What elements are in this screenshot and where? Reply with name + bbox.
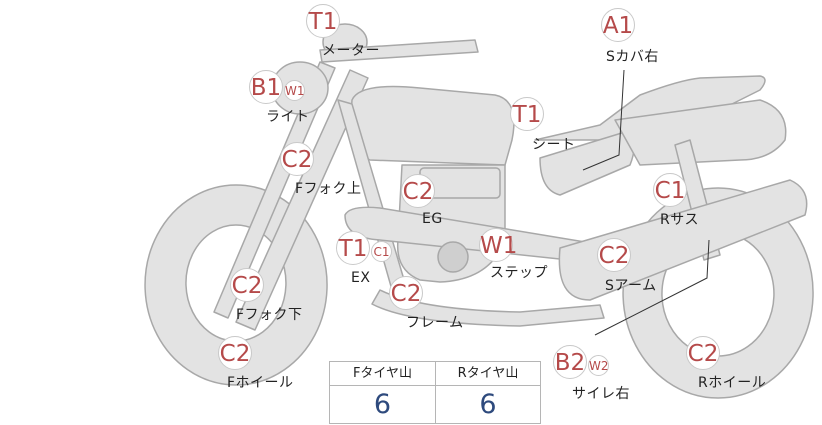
tire-tread-table: Fタイヤ山 Rタイヤ山 6 6 [329,361,541,424]
label-seat: シート [532,137,576,153]
rating-badge: T1 [510,97,544,131]
marker-meter[interactable]: T1 [306,4,340,38]
rating-badge: B2 [553,345,587,379]
marker-rear-suspension[interactable]: C1 [653,173,687,207]
sub-rating-badge: W2 [588,355,609,376]
rating-badge: C2 [230,268,264,302]
rating-badge: C2 [218,336,252,370]
marker-exhaust[interactable]: T1 C1 [336,231,392,265]
label-frame: フレーム [406,315,464,331]
marker-swing-arm[interactable]: C2 [597,238,631,272]
front-tread-value: 6 [373,389,392,420]
label-step: ステップ [490,265,548,281]
marker-light[interactable]: B1 W1 [249,70,305,104]
marker-engine[interactable]: C2 [401,174,435,208]
label-side-cover-right: Sカバ右 [606,49,659,65]
label-rear-suspension: Rサス [660,212,699,228]
label-meter: メーター [322,43,380,59]
marker-rear-wheel[interactable]: C2 [686,336,720,370]
rear-tread-header: Rタイヤ山 [435,362,540,386]
label-light: ライト [266,109,310,125]
rating-badge: T1 [336,231,370,265]
marker-front-fork-upper[interactable]: C2 [280,142,314,176]
front-tread-header: Fタイヤ山 [330,362,435,386]
marker-front-wheel[interactable]: C2 [218,336,252,370]
rating-badge: T1 [306,4,340,38]
rating-badge: C2 [389,276,423,310]
label-engine: EG [422,211,443,227]
marker-front-fork-lower[interactable]: C2 [230,268,264,302]
marker-seat[interactable]: T1 [510,97,544,131]
rating-badge: C2 [401,174,435,208]
marker-step[interactable]: W1 [479,228,517,262]
sub-rating-badge: C1 [371,241,392,262]
sub-rating-badge: W1 [284,80,305,101]
rating-badge: C2 [686,336,720,370]
rating-badge: C2 [597,238,631,272]
label-front-wheel: Fホイール [227,375,294,391]
marker-mirror-right[interactable]: B2 W2 [553,345,609,379]
rating-badge: A1 [601,8,635,42]
label-front-fork-upper: Fフォク上 [295,181,362,197]
rating-badge: C1 [653,173,687,207]
label-mirror-right: サイレ右 [572,386,630,402]
label-front-fork-lower: Fフォク下 [236,307,303,323]
marker-side-cover-right[interactable]: A1 [601,8,635,42]
label-exhaust: EX [351,270,371,286]
rating-badge: C2 [280,142,314,176]
label-swing-arm: Sアーム [605,278,657,294]
label-rear-wheel: Rホイール [698,375,767,391]
rating-badge: W1 [479,228,517,262]
rating-badge: B1 [249,70,283,104]
marker-frame[interactable]: C2 [389,276,423,310]
rear-tread-value: 6 [435,386,540,424]
